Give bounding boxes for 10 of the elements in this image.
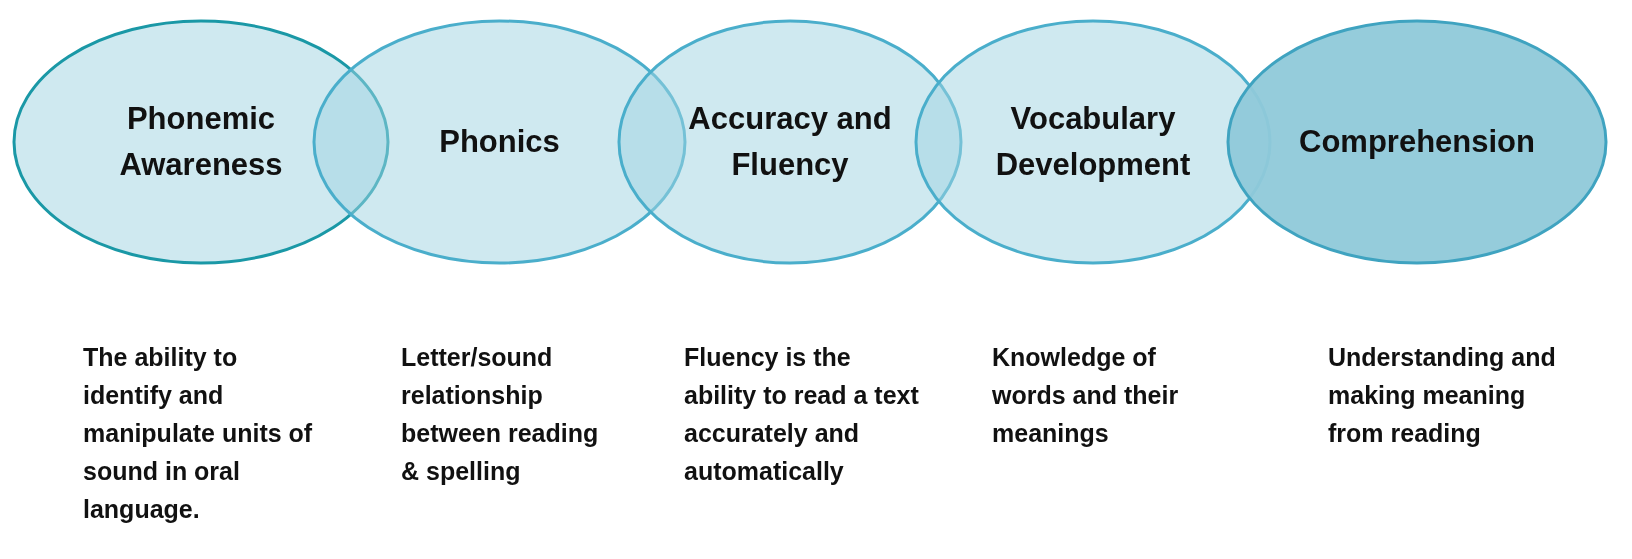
description-text: Understanding and making meaning from reading: [1328, 342, 1557, 449]
description-text: Letter/sound relationship between reading & spelling: [401, 342, 600, 487]
stage-title: Phonics: [438, 122, 561, 161]
description-text: Knowledge of words and their meanings: [992, 342, 1180, 449]
stage-title: Phonemic Awareness: [118, 99, 284, 184]
stage-title: Vocabulary Development: [994, 99, 1192, 184]
description-text: Fluency is the ability to read a text accurately and automatically: [684, 342, 920, 487]
description-text: The ability to identify and manipulate units of sound in oral language.: [83, 342, 313, 525]
stage-title: Accuracy and Fluency: [687, 99, 893, 184]
stage-title: Comprehension: [1298, 122, 1536, 161]
